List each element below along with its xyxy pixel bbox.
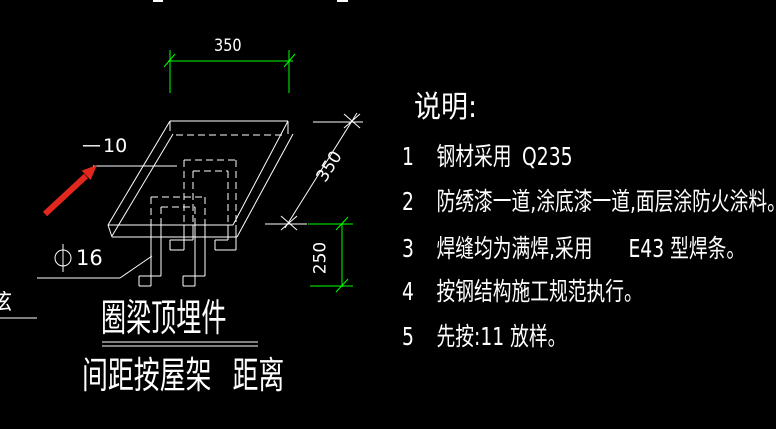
top-dimension-lines [163,50,296,93]
diagonal-dimension-lines [265,112,363,231]
note-text: 按钢结构施工规范执行。 [436,277,643,306]
note-text: 钢材采用 [436,142,512,171]
note-text: 防绣漆一道,涂底漆一道,面层涂防火涂料。 [436,187,776,216]
anchor-hooks [138,225,237,287]
note-number: 5 [402,322,414,351]
note-item-3: 3 焊缝均为满焊,采用 E43 型焊条。 [402,234,746,264]
note-number: 1 [402,142,414,171]
note-text: 焊缝均为满焊,采用 [436,234,593,263]
note-text-value: E43 型焊条。 [628,234,746,263]
note-text: 先按:11 放样。 [436,322,567,351]
plate-outline [107,120,294,238]
left-edge-clipped-text: 弦 [0,291,12,315]
note-number: 3 [402,234,414,263]
anchor-diameter-label: 16 [76,246,103,270]
anchor-hidden-loops [150,159,237,225]
plate-thickness-label: 10 [103,135,128,157]
note-item-4: 4 按钢结构施工规范执行。 [402,277,643,307]
note-item-2: 2 防绣漆一道,涂底漆一道,面层涂防火涂料。 [402,187,776,217]
note-text-value: Q235 [522,142,573,171]
note-number: 4 [402,277,414,306]
dim-side-height: 250 [310,241,331,275]
note-item-5: 5 先按:11 放样。 [402,322,567,352]
phi-diameter-icon [54,244,72,272]
annotation-arrow-icon [42,165,97,217]
notes-heading: 说明: [414,90,478,125]
leader-lines [0,165,177,319]
plate-thickness-dash: — [82,134,101,156]
subtitle-part-1: 间距按屋架 [82,354,212,397]
dim-top-width: 350 [214,36,242,56]
title-underline [102,341,258,347]
note-number: 2 [402,187,414,216]
subtitle-part-2: 距离 [232,354,285,397]
drawing-subtitle: 间距按屋架距离 [82,357,284,394]
side-dimension-lines [308,216,353,293]
note-item-1: 1 钢材采用 Q235 [402,142,573,172]
drawing-title: 圈梁顶埋件 [101,296,227,340]
